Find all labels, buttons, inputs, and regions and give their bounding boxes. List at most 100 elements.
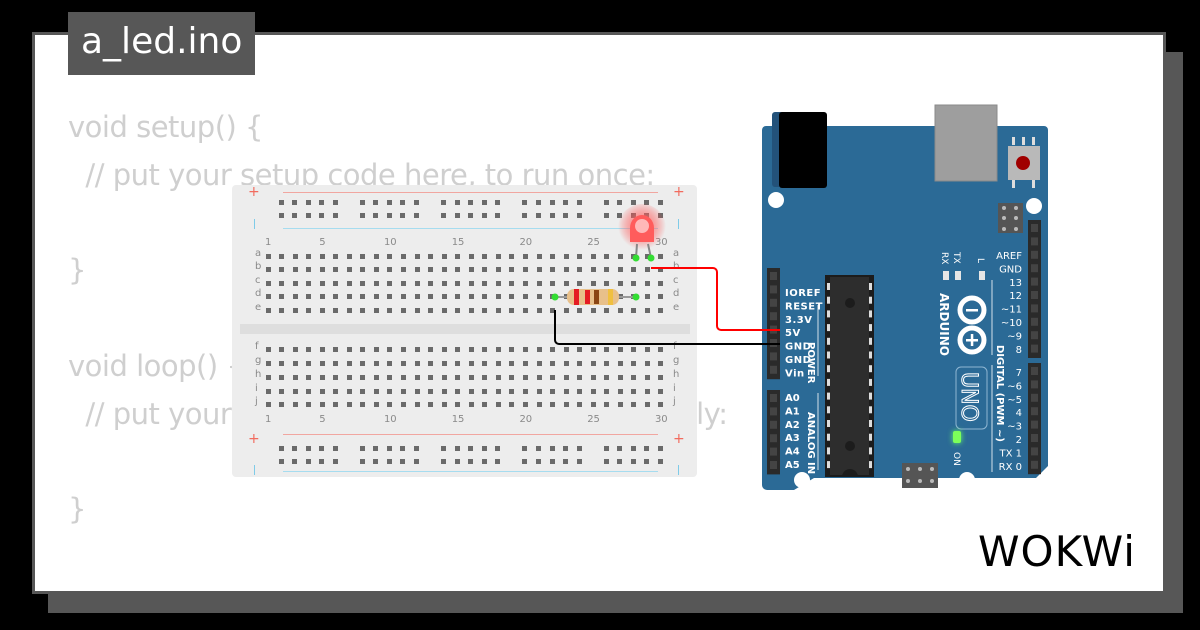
header-pin[interactable] — [770, 312, 777, 321]
breadboard-rail-hole[interactable] — [617, 458, 623, 464]
breadboard-rail-hole[interactable] — [292, 445, 298, 451]
breadboard-hole[interactable] — [292, 253, 298, 259]
breadboard-rail-hole[interactable] — [495, 445, 501, 451]
breadboard-hole[interactable] — [658, 388, 664, 394]
breadboard-rail-hole[interactable] — [359, 212, 365, 218]
breadboard-hole[interactable] — [522, 401, 528, 407]
breadboard-hole[interactable] — [441, 307, 447, 313]
breadboard-hole[interactable] — [346, 388, 352, 394]
header-pin[interactable] — [1031, 224, 1038, 232]
breadboard-hole[interactable] — [333, 266, 339, 272]
breadboard-hole[interactable] — [346, 360, 352, 366]
breadboard-rail-hole[interactable] — [292, 199, 298, 205]
header-pin[interactable] — [1031, 264, 1038, 273]
breadboard-rail-hole[interactable] — [468, 199, 474, 205]
breadboard-hole[interactable] — [509, 280, 515, 286]
breadboard-rail-hole[interactable] — [468, 458, 474, 464]
breadboard-hole[interactable] — [346, 253, 352, 259]
breadboard-hole[interactable] — [482, 307, 488, 313]
breadboard-hole[interactable] — [346, 374, 352, 380]
breadboard-hole[interactable] — [414, 253, 420, 259]
breadboard-rail-hole[interactable] — [373, 445, 379, 451]
breadboard-hole[interactable] — [644, 401, 650, 407]
breadboard-hole[interactable] — [279, 360, 285, 366]
breadboard-rail-hole[interactable] — [549, 445, 555, 451]
breadboard-hole[interactable] — [373, 253, 379, 259]
breadboard-hole[interactable] — [563, 266, 569, 272]
breadboard-hole[interactable] — [360, 307, 366, 313]
breadboard-hole[interactable] — [604, 346, 610, 352]
breadboard-hole[interactable] — [577, 401, 583, 407]
breadboard-hole[interactable] — [617, 401, 623, 407]
breadboard-hole[interactable] — [387, 346, 393, 352]
breadboard-rail-hole[interactable] — [332, 445, 338, 451]
breadboard-hole[interactable] — [482, 360, 488, 366]
breadboard-hole[interactable] — [333, 374, 339, 380]
breadboard-rail-hole[interactable] — [454, 445, 460, 451]
breadboard-hole[interactable] — [631, 266, 637, 272]
breadboard-hole[interactable] — [401, 401, 406, 407]
breadboard-hole[interactable] — [373, 346, 379, 352]
led-red[interactable] — [618, 204, 666, 262]
breadboard-hole[interactable] — [590, 266, 596, 272]
breadboard-hole[interactable] — [495, 360, 501, 366]
breadboard-rail-hole[interactable] — [400, 212, 406, 218]
breadboard-hole[interactable] — [265, 374, 271, 380]
breadboard-rail-hole[interactable] — [576, 445, 582, 451]
breadboard-hole[interactable] — [441, 374, 447, 380]
breadboard-hole[interactable] — [563, 253, 569, 259]
breadboard-hole[interactable] — [550, 307, 556, 313]
breadboard-hole[interactable] — [279, 388, 285, 394]
breadboard-rail-hole[interactable] — [495, 199, 501, 205]
breadboard-hole[interactable] — [468, 374, 474, 380]
breadboard-hole[interactable] — [414, 266, 420, 272]
breadboard-rail-hole[interactable] — [563, 199, 569, 205]
breadboard-hole[interactable] — [644, 360, 650, 366]
breadboard-rail-hole[interactable] — [576, 458, 582, 464]
breadboard-hole[interactable] — [590, 346, 596, 352]
breadboard-rail-hole[interactable] — [332, 212, 338, 218]
breadboard-hole[interactable] — [401, 280, 406, 286]
wire-gnd-black[interactable] — [554, 310, 780, 345]
breadboard-hole[interactable] — [279, 280, 285, 286]
breadboard-hole[interactable] — [333, 346, 339, 352]
breadboard-rail-hole[interactable] — [305, 199, 311, 205]
breadboard-rail-hole[interactable] — [481, 458, 487, 464]
breadboard-hole[interactable] — [550, 266, 556, 272]
header-pin[interactable] — [1031, 277, 1038, 286]
breadboard-hole[interactable] — [265, 346, 271, 352]
breadboard-hole[interactable] — [428, 307, 434, 313]
header-pin[interactable] — [1031, 344, 1038, 353]
breadboard-hole[interactable] — [265, 266, 271, 272]
breadboard-hole[interactable] — [428, 374, 434, 380]
breadboard-hole[interactable] — [658, 360, 664, 366]
breadboard-hole[interactable] — [455, 253, 461, 259]
breadboard-hole[interactable] — [360, 360, 366, 366]
breadboard-rail-hole[interactable] — [373, 212, 379, 218]
breadboard-rail-hole[interactable] — [373, 199, 379, 205]
breadboard-hole[interactable] — [319, 307, 325, 313]
breadboard-hole[interactable] — [468, 360, 474, 366]
breadboard-hole[interactable] — [387, 307, 393, 313]
breadboard-rail-hole[interactable] — [617, 445, 623, 451]
breadboard-rail-hole[interactable] — [292, 212, 298, 218]
breadboard-hole[interactable] — [333, 253, 339, 259]
breadboard-hole[interactable] — [373, 360, 379, 366]
breadboard-hole[interactable] — [617, 280, 623, 286]
breadboard-hole[interactable] — [373, 388, 379, 394]
breadboard-rail-hole[interactable] — [386, 458, 392, 464]
breadboard-hole[interactable] — [482, 280, 488, 286]
breadboard-rail-hole[interactable] — [644, 445, 650, 451]
breadboard-hole[interactable] — [441, 266, 447, 272]
breadboard-rail-hole[interactable] — [576, 199, 582, 205]
breadboard-hole[interactable] — [577, 360, 583, 366]
wire-5v-red[interactable] — [651, 267, 780, 331]
breadboard-hole[interactable] — [346, 266, 352, 272]
breadboard-hole[interactable] — [577, 374, 583, 380]
breadboard-hole[interactable] — [495, 401, 501, 407]
breadboard-hole[interactable] — [536, 401, 542, 407]
breadboard-hole[interactable] — [401, 253, 406, 259]
reset-button[interactable] — [1008, 137, 1040, 188]
breadboard-hole[interactable] — [631, 346, 637, 352]
file-tab[interactable]: a_led.ino — [68, 12, 256, 75]
